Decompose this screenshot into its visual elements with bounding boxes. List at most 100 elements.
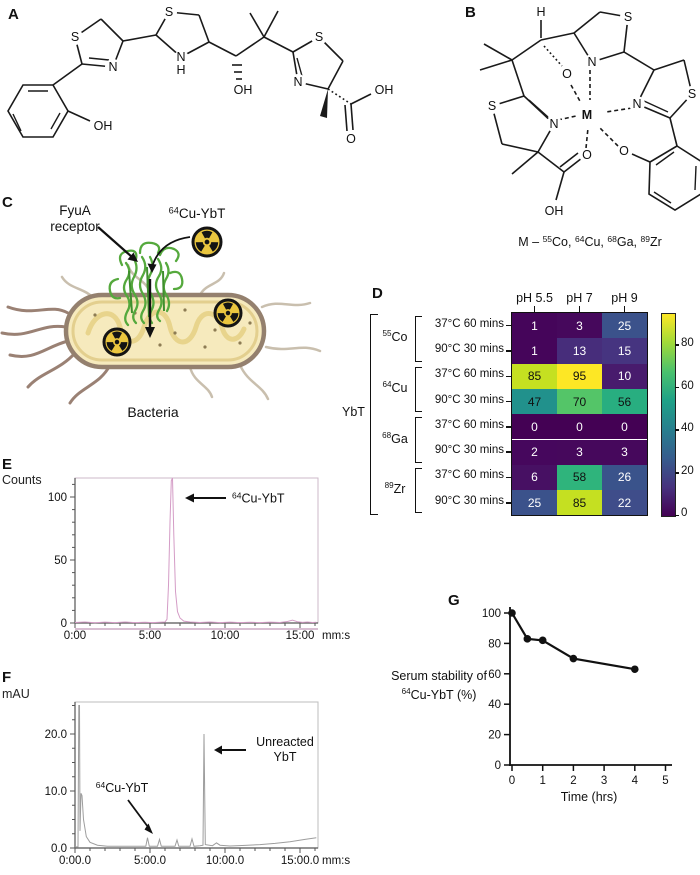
radiation-symbols (102, 226, 243, 357)
panel-g-label: G (448, 592, 460, 609)
svg-text:0: 0 (509, 775, 515, 787)
svg-text:100: 100 (48, 492, 67, 504)
heatmap-cell: 95 (557, 363, 602, 389)
cu-ybt-annotation: 64Cu-YbT (96, 780, 149, 795)
isotope-label: 64Cu (382, 379, 408, 396)
e-ylabel: Counts (2, 473, 42, 487)
atom-oh: OH (94, 119, 113, 133)
svg-text:0:00: 0:00 (64, 630, 86, 642)
colorbar-tick-label: 60 (681, 379, 694, 392)
peak-annotation: 64Cu-YbT (232, 490, 285, 505)
atom-s: S (624, 10, 632, 24)
svg-text:10.0: 10.0 (45, 786, 67, 798)
atom-o: O (619, 144, 629, 158)
heatmap-cell: 85 (557, 490, 602, 516)
panel-a-label: A (8, 6, 19, 23)
heatmap-col-header: pH 7 (566, 291, 593, 305)
internalization-arrowhead (145, 327, 155, 338)
panel-b-caption: M – 55Co, 64Cu, 68Ga, 89Zr (518, 234, 662, 249)
svg-text:5:00: 5:00 (139, 630, 161, 642)
heatmap-cell: 26 (602, 464, 647, 491)
heatmap-cell: 15 (602, 338, 647, 364)
unreacted-annotation-line2: YbT (274, 750, 297, 764)
col-tick (533, 306, 536, 312)
g-ylabel: Serum stability of 64Cu-YbT (%) (378, 668, 500, 703)
row-tick (506, 502, 512, 504)
bacteria-caption: Bacteria (127, 404, 179, 420)
atom-h: H (176, 63, 185, 77)
svg-text:mm:ss: mm:ss (322, 630, 350, 642)
heatmap-cell: 25 (512, 490, 557, 516)
data-point (569, 654, 578, 663)
atom-n: N (587, 55, 596, 69)
atom-n: N (549, 117, 558, 131)
atom-s: S (71, 30, 79, 44)
flagella (0, 305, 112, 405)
heatmap-cell: 58 (557, 464, 602, 491)
heatmap-cell: 3 (557, 439, 602, 465)
colorbar-tick (675, 514, 679, 517)
heatmap-cell: 56 (602, 388, 647, 415)
heatmap-cell: 10 (602, 363, 647, 389)
colorbar (661, 313, 676, 518)
row-tick (506, 476, 512, 479)
svg-text:15:00: 15:00 (286, 630, 315, 642)
bacteria-inner-rim (71, 300, 259, 362)
peak-arrowhead (185, 493, 194, 503)
heatmap-cell: 3 (602, 439, 647, 465)
data-point (508, 609, 516, 617)
svg-text:5:00.0: 5:00.0 (134, 855, 166, 867)
atom-n: N (293, 75, 302, 89)
fyua-label-line1: FyuA (59, 203, 91, 218)
coordination-bonds (557, 70, 633, 149)
colorbar-tick (675, 344, 679, 346)
dna-squiggle (85, 309, 247, 345)
f-ylabel: mAU (2, 687, 30, 701)
heatmap-row-label: 37°C 60 mins (434, 469, 504, 482)
svg-text:10:00.0: 10:00.0 (206, 855, 244, 867)
heatmap-cell: 2 (512, 439, 557, 465)
benzene-ring (7, 84, 69, 138)
isotope-label: 68Ga (382, 430, 408, 446)
panel-b-structure: H O S N S N S N O O OH M M – 55Co, 64Cu,… (479, 5, 700, 249)
svg-text:15:00.0: 15:00.0 (281, 855, 319, 867)
atom-o: O (562, 67, 572, 81)
hash-bond (327, 88, 352, 105)
unreacted-annotation-line1: Unreacted (256, 735, 314, 749)
heatmap-row-label: 90°C 30 mins (434, 494, 504, 507)
data-point (523, 635, 532, 643)
unreacted-arrowhead (214, 745, 222, 755)
heatmap-cell: 3 (557, 313, 602, 339)
group-bracket (415, 417, 422, 463)
svg-text:20.0: 20.0 (45, 729, 67, 741)
heatmap-row-label: 37°C 60 mins (434, 317, 504, 330)
radiation-symbol (102, 327, 132, 357)
col-tick (623, 306, 626, 312)
radiation-symbol (213, 298, 243, 328)
tracer-label: 64Cu-YbT (169, 206, 226, 221)
tracer-entry-arrow (151, 236, 191, 268)
trace (74, 477, 317, 624)
heatmap-col-header: pH 9 (611, 291, 638, 305)
ybt-bracket (370, 314, 378, 516)
colorbar-tick-label: 40 (681, 422, 694, 435)
svg-text:4: 4 (632, 775, 639, 787)
data-point (631, 665, 639, 674)
atom-o: O (582, 148, 592, 162)
col-tick (578, 306, 581, 312)
heatmap-cell: 0 (512, 414, 557, 440)
row-tick (506, 426, 512, 428)
atom-s: S (488, 99, 496, 113)
heatmap-cell: 85 (512, 363, 557, 389)
svg-text:100: 100 (482, 608, 501, 620)
heatmap-cell: 1 (512, 313, 557, 339)
heatmap-row-label: 90°C 30 mins (434, 393, 504, 406)
atom-s: S (315, 30, 323, 44)
atom-s: S (688, 87, 696, 101)
colorbar-tick (675, 472, 679, 474)
atom-s: S (165, 5, 173, 19)
panel-e-label: E (2, 456, 13, 473)
group-bracket (415, 467, 422, 514)
